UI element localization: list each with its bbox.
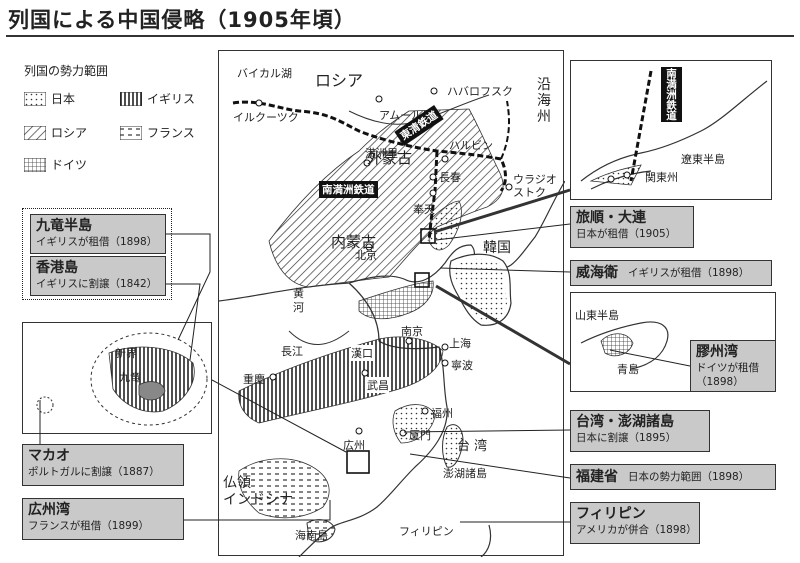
callout-detail: 日本が租借（1905） bbox=[576, 228, 677, 240]
legend-label: イギリス bbox=[147, 92, 196, 106]
label-baikal: バイカル湖 bbox=[237, 67, 292, 80]
callout-heading: 九竜半島 bbox=[36, 218, 92, 234]
label-new-territories: 新界 bbox=[115, 347, 137, 360]
label-yangtze: 長江 bbox=[281, 345, 303, 358]
label-guangzhou: 広州 bbox=[343, 439, 365, 452]
legend-item-russia: ロシア bbox=[24, 124, 87, 141]
label-ningbo: 寧波 bbox=[451, 359, 473, 372]
callout-weihaiwei: 威海衛 イギリスが租借（1898） bbox=[570, 260, 772, 286]
label-inset-railway: 南満洲鉄道 bbox=[661, 67, 682, 122]
legend-item-france: フランス bbox=[120, 124, 195, 141]
callout-detail: 日本に割譲（1895） bbox=[576, 432, 677, 444]
callout-detail: イギリスが租借（1898） bbox=[36, 236, 158, 248]
callout-detail: フランスが租借（1899） bbox=[28, 520, 150, 532]
callout-fujian: 福建省 日本の勢力範囲（1898） bbox=[570, 464, 776, 490]
callout-heading: 威海衛 bbox=[576, 265, 618, 281]
legend-label: ロシア bbox=[51, 126, 88, 140]
label-irkutsk: イルクーツク bbox=[233, 111, 299, 124]
callout-taiwan: 台湾・澎湖諸島 日本に割譲（1895） bbox=[570, 410, 710, 452]
legend-item-japan: 日本 bbox=[24, 90, 75, 107]
label-changchun: 長春 bbox=[439, 171, 461, 184]
callout-detail: 日本の勢力範囲（1898） bbox=[628, 471, 750, 483]
label-khabarovsk: ハバロフスク bbox=[447, 85, 513, 98]
callout-detail: ドイツが租借 （1898） bbox=[696, 362, 759, 388]
label-xiamen: 厦門 bbox=[409, 429, 431, 442]
label-beijing: 北京 bbox=[355, 249, 377, 262]
inset-hongkong: 新界 九竜 bbox=[22, 322, 212, 434]
callout-heading: マカオ bbox=[28, 448, 70, 464]
label-yellow-river: 黄 河 bbox=[293, 287, 304, 314]
legend-item-britain: イギリス bbox=[120, 90, 195, 107]
inset-liaodong-graphics bbox=[580, 70, 768, 190]
callout-heading: 台湾・澎湖諸島 bbox=[576, 414, 674, 430]
callout-heading: 膠州湾 bbox=[696, 344, 738, 360]
label-philippines: フィリピン bbox=[399, 525, 454, 538]
label-qingdao: 青島 bbox=[617, 363, 639, 376]
label-hankou: 漢口 bbox=[351, 345, 373, 361]
callout-detail: アメリカが併合（1898） bbox=[576, 524, 697, 536]
label-indochina: 仏領 インドシナ bbox=[223, 475, 293, 508]
label-guandong: 関東州 bbox=[645, 171, 678, 184]
label-kowloon: 九竜 bbox=[119, 371, 141, 384]
legend-title: 列国の勢力範囲 bbox=[24, 64, 109, 78]
callout-heading: 福建省 bbox=[576, 469, 618, 485]
main-map: バイカル湖 ロシア イルクーツク アムール川 ハバロフスク 沿 海 州 満洲里 … bbox=[218, 50, 565, 557]
callout-heading: 広州湾 bbox=[28, 502, 70, 518]
legend-label: 日本 bbox=[51, 92, 76, 106]
legend-item-germany: ドイツ bbox=[24, 156, 87, 173]
callout-guangzhouwan: 広州湾 フランスが租借（1899） bbox=[22, 498, 184, 540]
label-outer-mongolia: 外蒙古 bbox=[367, 149, 413, 167]
label-enkai: 沿 海 州 bbox=[537, 77, 551, 125]
label-shandong: 山東半島 bbox=[575, 309, 619, 322]
label-nanjing: 南京 bbox=[401, 325, 423, 338]
label-taiwan: 台 湾 bbox=[457, 439, 488, 454]
label-shanghai: 上海 bbox=[449, 337, 471, 350]
callout-philippines: フィリピン アメリカが併合（1898） bbox=[570, 502, 700, 544]
label-manchuli: 満洲里 bbox=[365, 147, 398, 160]
label-liaodong: 遼東半島 bbox=[681, 153, 725, 166]
label-south-manchuria-railway: 南満洲鉄道 bbox=[319, 181, 378, 198]
callout-lushun: 旅順・大連 日本が租借（1905） bbox=[570, 206, 694, 248]
legend-label: ドイツ bbox=[51, 158, 88, 172]
callout-detail: ポルトガルに割譲（1887） bbox=[28, 466, 160, 478]
label-fuzhou: 福州 bbox=[431, 407, 453, 420]
title-underline bbox=[6, 35, 794, 37]
inset-liaodong: 南満洲鉄道 遼東半島 関東州 bbox=[570, 60, 772, 200]
label-russia: ロシア bbox=[315, 71, 364, 90]
legend-label: フランス bbox=[147, 126, 195, 140]
inset-hongkong-graphics bbox=[36, 332, 208, 426]
label-penghu: 澎湖諸島 bbox=[443, 467, 487, 480]
label-vladivostok: ウラジオ ストク bbox=[513, 173, 557, 199]
legend: 列国の勢力範囲 日本 イギリス ロシア フランス ドイツ bbox=[22, 62, 198, 177]
label-wuchang: 武昌 bbox=[367, 377, 389, 393]
label-korea: 韓国 bbox=[483, 240, 511, 256]
label-harbin: ハルビン bbox=[449, 139, 493, 152]
callout-detail: イギリスが租借（1898） bbox=[628, 267, 750, 279]
callout-kowloon: 九竜半島 イギリスが租借（1898） bbox=[30, 214, 166, 254]
callout-heading: 香港島 bbox=[36, 260, 78, 276]
label-fengtian: 奉天 bbox=[413, 203, 435, 216]
page-title: 列国による中国侵略（1905年頃） bbox=[8, 8, 356, 32]
callout-heading: フィリピン bbox=[576, 506, 646, 522]
label-inner-mongolia: 内蒙古 bbox=[331, 233, 377, 251]
label-hainan: 海南島 bbox=[295, 529, 328, 542]
callout-hongkong: 香港島 イギリスに割譲（1842） bbox=[30, 256, 166, 296]
callout-jiaozhou: 膠州湾 ドイツが租借 （1898） bbox=[690, 340, 776, 392]
callout-macao: マカオ ポルトガルに割譲（1887） bbox=[22, 444, 184, 486]
label-chongqing: 重慶 bbox=[243, 373, 265, 386]
callout-heading: 旅順・大連 bbox=[576, 210, 646, 226]
callout-detail: イギリスに割譲（1842） bbox=[36, 278, 158, 290]
